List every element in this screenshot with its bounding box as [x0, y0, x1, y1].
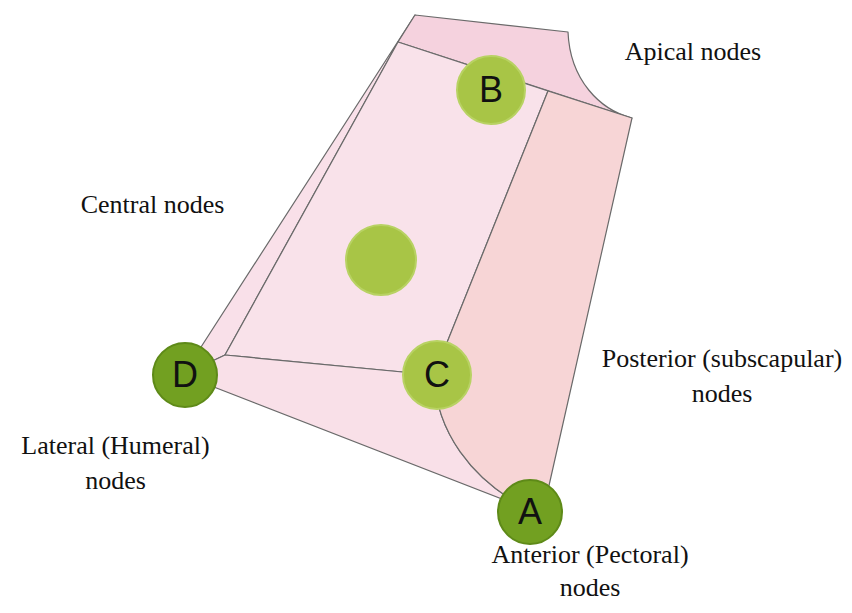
group-label: Apical nodes — [608, 35, 778, 69]
node-letter: C — [424, 357, 450, 393]
lymph-node-circle: C — [402, 340, 472, 410]
lymph-node-circle: D — [152, 342, 218, 408]
group-label: Central nodes — [65, 188, 240, 222]
node-letter: D — [172, 357, 198, 393]
group-label: Posterior (subscapular) nodes — [595, 341, 849, 411]
node-letter: A — [518, 494, 542, 530]
lymph-node-circle: A — [497, 479, 563, 545]
central-node-circle — [346, 225, 416, 295]
group-label: Lateral (Humeral) nodes — [8, 428, 223, 498]
pyramid-face — [434, 91, 632, 510]
lymph-node-circle: B — [456, 55, 526, 125]
node-letter: B — [479, 72, 503, 108]
group-label: Anterior (Pectoral) nodes — [480, 538, 700, 604]
